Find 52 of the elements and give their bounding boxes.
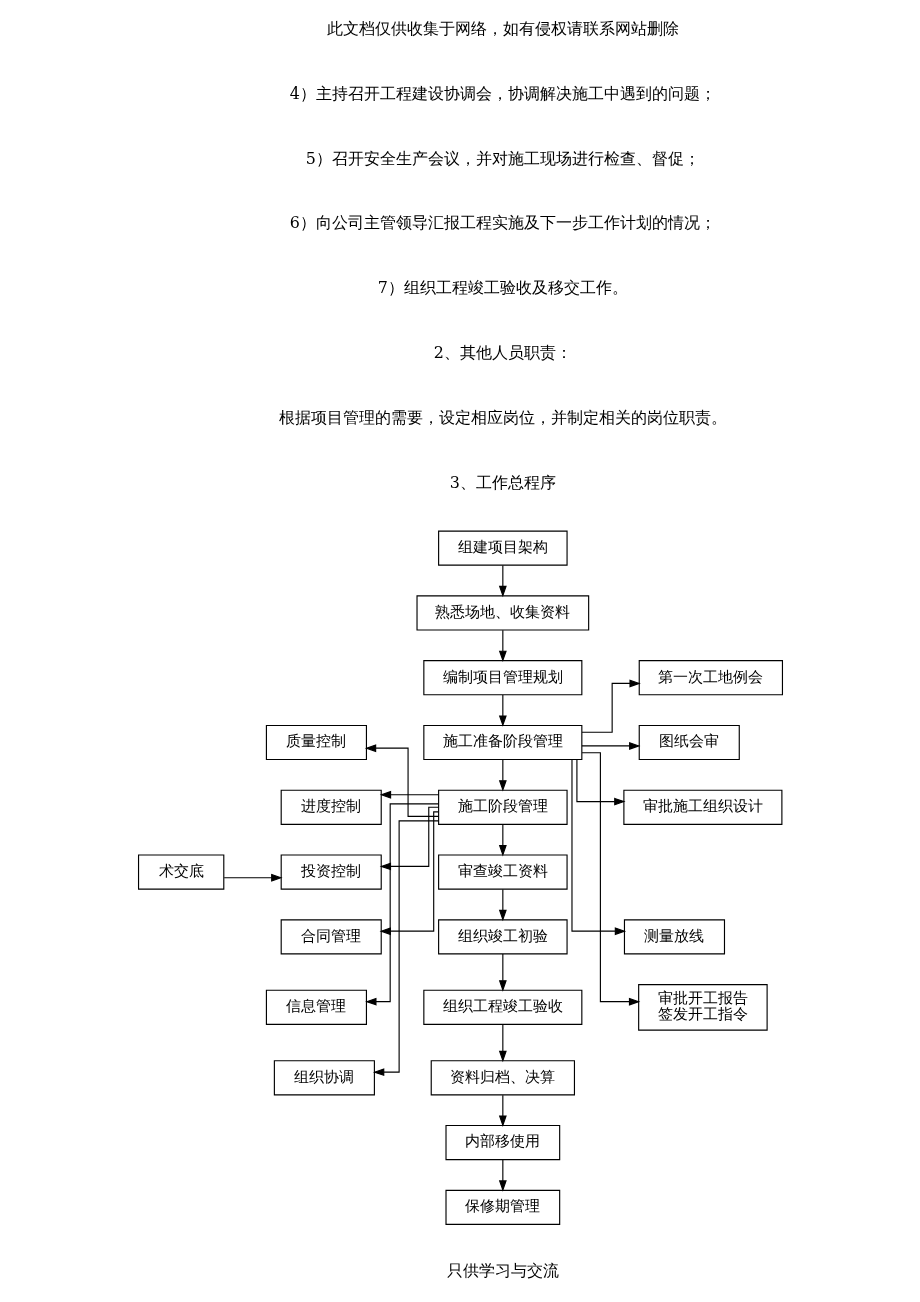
label: 根据项目管理的需要，设定相应岗位，并制定相关的岗位职责。 — [278, 407, 727, 427]
node-box: 组织竣工初验 — [437, 919, 568, 955]
node-box: 图纸会审 — [638, 724, 740, 761]
arrow — [379, 790, 439, 799]
node-box: 组织工程竣工验收 — [422, 989, 582, 1025]
node-box: 测量放线 — [623, 919, 725, 955]
arrow — [498, 1094, 507, 1127]
label: 7）组织工程竣工验收及移交工作。 — [377, 278, 628, 298]
arrow — [498, 759, 507, 792]
node-box: 施工准备阶段管理 — [422, 724, 582, 761]
arrow — [364, 803, 439, 1006]
node-box: 信息管理 — [265, 989, 367, 1025]
node-box: 资料归档、决算 — [430, 1060, 575, 1096]
node-box: 组建项目架构 — [437, 530, 568, 566]
label: 4）主持召开工程建设协调会，协调解决施工中遇到的问题； — [289, 83, 716, 103]
node-box: 质量控制 — [265, 724, 367, 761]
arrow — [498, 888, 507, 922]
node-box: 保修期管理 — [444, 1189, 560, 1225]
label: 只供学习与交流 — [446, 1261, 559, 1281]
label: 6）向公司主管领导汇报工程实施及下一步工作计划的情况； — [289, 213, 716, 233]
node-box: 内部移使用 — [444, 1125, 560, 1161]
arrow — [498, 1159, 507, 1192]
arrow — [498, 694, 507, 727]
node-box: 施工阶段管理 — [437, 789, 568, 825]
arrow — [498, 629, 507, 663]
arrow — [498, 564, 507, 598]
arrow — [570, 759, 626, 936]
label: 5）召开安全生产会议，并对施工现场进行检查、督促； — [305, 148, 700, 168]
node-box: 熟悉场地、收集资料 — [415, 595, 589, 631]
arrow — [580, 679, 641, 733]
node-box: 编制项目管理规划 — [422, 660, 582, 696]
node-box: 组织协调 — [273, 1060, 375, 1096]
label: 2、其他人员职责： — [433, 342, 572, 362]
node-box: 审查竣工资料 — [437, 854, 568, 890]
node-box: 术交底 — [137, 854, 224, 890]
arrow — [372, 820, 439, 1077]
arrow — [498, 824, 507, 857]
node-box: 审批施工组织设计 — [622, 789, 782, 825]
node-box: 第一次工地例会 — [638, 660, 783, 696]
label: 3、工作总程序 — [449, 472, 556, 492]
arrow — [364, 744, 439, 817]
arrow — [223, 873, 282, 882]
label: 此文档仅供收集于网络，如有侵权请联系网站删除 — [326, 19, 679, 39]
node-box: 审批开工报告 签发开工指令 — [637, 984, 768, 1031]
arrow — [498, 953, 507, 992]
arrow — [580, 752, 640, 1006]
arrow — [575, 759, 626, 806]
node-box: 进度控制 — [280, 789, 382, 825]
node-box: 投资控制 — [280, 854, 382, 890]
arrow — [498, 1023, 507, 1063]
node-box: 合同管理 — [280, 919, 382, 955]
arrow — [580, 741, 640, 750]
